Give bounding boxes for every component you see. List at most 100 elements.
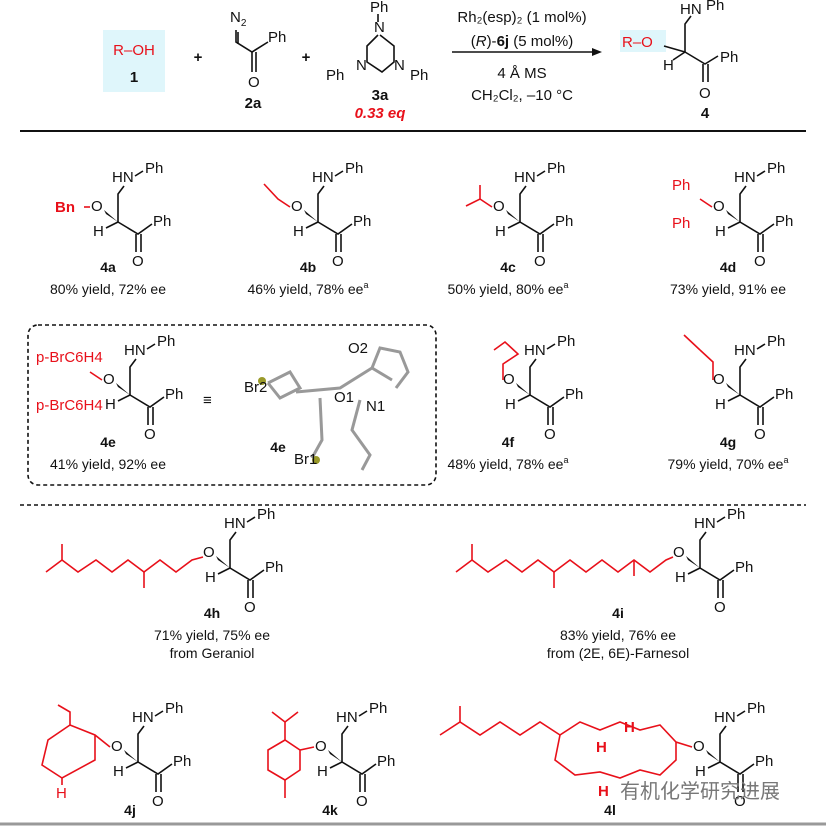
- 4a-h-bond: [105, 221, 119, 229]
- 4i-carbonyl-bond: [699, 567, 735, 581]
- 4e-ch2-bond: [129, 358, 137, 395]
- 4h-h-bond: [217, 567, 231, 575]
- 4g-ch2-bond: [739, 358, 747, 395]
- 4d-id: 4d: [720, 259, 736, 275]
- 4j-n-ph-bond: [154, 710, 164, 717]
- 4l-h-label-1: H: [596, 739, 607, 756]
- 4c-hn-label: HN: [514, 169, 536, 186]
- 4l-h-label-3: H: [598, 783, 609, 800]
- xray-bonds-4: [350, 399, 372, 471]
- 4l-n-ph-bond: [736, 710, 746, 717]
- 4b-ch2-bond: [317, 185, 325, 222]
- condition-catalyst: Rh₂(esp)₂ (1 mol%): [457, 9, 586, 26]
- 4g-carbonyl-bond: [739, 394, 775, 408]
- 4l-h-label: H: [695, 763, 706, 780]
- 4h-carbonyl-bond: [229, 567, 265, 581]
- 4a-n-ph-bond: [134, 170, 144, 177]
- 4b-ethyl-chain: [263, 183, 291, 208]
- 4h-caption-0: 71% yield, 75% ee: [154, 627, 270, 643]
- 4e-nph-label: Ph: [157, 333, 175, 350]
- 4g-nph-label: Ph: [767, 333, 785, 350]
- 4g-n-ph-bond: [756, 343, 766, 350]
- 4i-ether-o-label: O: [673, 544, 685, 561]
- 4d-keto-ph-label: Ph: [775, 213, 793, 230]
- 4d-caption-0: 73% yield, 91% ee: [670, 281, 786, 297]
- 4d-h-bond: [727, 221, 741, 229]
- 4f-allyl-chain: [493, 340, 520, 380]
- 4h-ch2-bond: [229, 531, 237, 568]
- 4l-id: 4l: [604, 802, 616, 818]
- 4e-id: 4e: [100, 434, 116, 450]
- 4c-id: 4c: [500, 259, 516, 275]
- 4c-ether-o-label: O: [493, 198, 505, 215]
- 4a-hn-label: HN: [112, 169, 134, 186]
- 4b-hn-label: HN: [312, 169, 334, 186]
- 4l-steroid-rings: [554, 721, 693, 779]
- product-o-label: O: [699, 85, 711, 102]
- 4b-nph-label: Ph: [345, 160, 363, 177]
- 4h-wedge-bond: [216, 556, 230, 568]
- 4c-n-ph-bond: [536, 170, 546, 177]
- 4a-carbonyl-bond: [117, 221, 153, 235]
- 4i-keto-ph-label: Ph: [735, 559, 753, 576]
- 4f-nph-label: Ph: [557, 333, 575, 350]
- 4j-ether-o-label: O: [111, 738, 123, 755]
- 4g-wedge-bond: [726, 383, 740, 395]
- 4l-h-label-2: H: [624, 719, 635, 736]
- 4f-keto-ph-label: Ph: [565, 386, 583, 403]
- arrowhead: [592, 48, 602, 56]
- 4l-ch2-bond: [719, 725, 727, 762]
- 4i-h-bond: [687, 567, 701, 575]
- 4c-carbonyl-o-label: O: [534, 253, 546, 270]
- 4l-carbonyl-o-label: O: [734, 793, 746, 810]
- 4a-caption-0: 80% yield, 72% ee: [50, 281, 166, 297]
- reactant-1-highlight: [103, 30, 165, 92]
- xray-label-n1: N1: [366, 398, 385, 415]
- 4d-h-label: H: [715, 223, 726, 240]
- xray-bonds-0: [266, 370, 303, 400]
- 4a-carbonyl-o-label: O: [132, 253, 144, 270]
- 4f-hn-label: HN: [524, 342, 546, 359]
- 4e-caption-0: 41% yield, 92% ee: [50, 456, 166, 472]
- 4j-h-label: H: [113, 763, 124, 780]
- 4e-ch-bond: [89, 371, 103, 381]
- 4j-h-bond: [125, 761, 139, 769]
- 4g-keto-ph-label: Ph: [775, 386, 793, 403]
- 4j-gem-dimethyl: [57, 704, 71, 725]
- 4e-keto-ph-label: Ph: [165, 386, 183, 403]
- plus-sign-1: +: [194, 49, 203, 66]
- xray-br1-atom: [312, 456, 320, 464]
- xray-id: 4e: [270, 439, 286, 455]
- product-carbonyl-bond: [684, 51, 719, 65]
- 4i-farnesyl-chain: [455, 556, 674, 573]
- 4f-ch2-bond: [529, 358, 537, 395]
- 4b-carbonyl-bond: [317, 221, 353, 235]
- diazo-n2-label: N2: [230, 9, 247, 29]
- 4h-carbonyl-o-label: O: [244, 599, 256, 616]
- 4b-ether-o-label: O: [291, 198, 303, 215]
- 4b-h-bond: [305, 221, 319, 229]
- 4l-hn-label: HN: [714, 709, 736, 726]
- 4j-wedge-bond: [124, 750, 138, 762]
- 4a-keto-ph-label: Ph: [153, 213, 171, 230]
- 4d-n-ph-bond: [756, 170, 766, 177]
- 4i-ch2-bond: [699, 531, 707, 568]
- 4c-isopropyl-a: [465, 198, 493, 208]
- 4f-wedge-bond: [516, 383, 530, 395]
- diazo-bond: [235, 30, 269, 53]
- 4i-caption-0: 83% yield, 76% ee: [560, 627, 676, 643]
- 4j-h-label: H: [56, 785, 67, 802]
- 4d-ph-label-2: Ph: [672, 215, 690, 232]
- 4f-n-ph-bond: [546, 343, 556, 350]
- xray-label-br1: Br1: [294, 451, 317, 468]
- 4k-wedge-bond: [328, 750, 342, 762]
- 4j-ch2-bond: [137, 725, 145, 762]
- 4k-n-ph-bond: [358, 710, 368, 717]
- 4e-h-bond: [117, 394, 131, 402]
- 4k-nph-label: Ph: [369, 700, 387, 717]
- 4c-ch2-bond: [519, 185, 527, 222]
- 4e-carbonyl-o-label: O: [144, 426, 156, 443]
- compound-4e-dashed-box: [27, 324, 437, 486]
- 4l-carbonyl-bond: [719, 761, 755, 775]
